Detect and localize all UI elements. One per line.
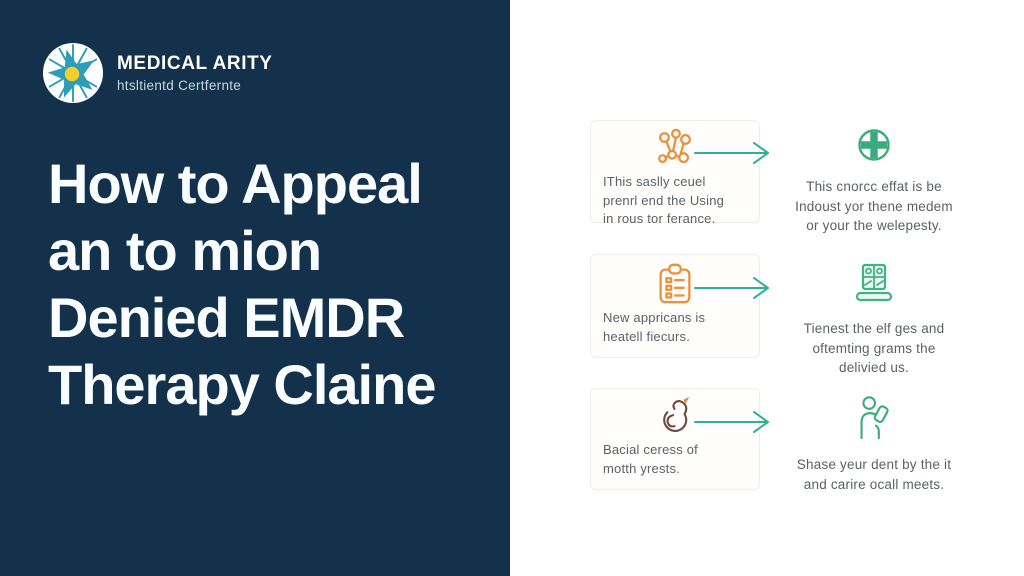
right-arrow-icon bbox=[694, 142, 769, 164]
card-text-line: IThis saslly ceuel bbox=[603, 174, 706, 189]
result-text-line: Shase yeur dent by the it bbox=[796, 457, 952, 472]
step-card-text: IThis saslly ceuel prenrl end the Using … bbox=[603, 173, 747, 229]
title-line-1: How to Appeal bbox=[48, 152, 423, 215]
person-document-icon bbox=[860, 396, 889, 440]
result-text-line: delivied us. bbox=[839, 360, 909, 375]
step-result-1: This cnorcc effat is be Indoust yor then… bbox=[778, 128, 970, 236]
result-text-line: Indoust yor thene medem bbox=[795, 198, 953, 214]
card-text-line: New appricans is bbox=[603, 310, 706, 325]
step-result-text: This cnorcc effat is be Indoust yor then… bbox=[778, 177, 970, 236]
swan-icon bbox=[663, 396, 690, 432]
step-result-text: Tienest the elf ges and oftemting grams … bbox=[778, 319, 970, 378]
compass-star-icon bbox=[42, 42, 104, 104]
card-text-line: heatell fiecurs. bbox=[603, 328, 691, 344]
brand-subtitle: htsltientd Certfernte bbox=[117, 78, 242, 93]
right-arrow-icon bbox=[694, 277, 769, 299]
title-line-2: an to mion bbox=[48, 219, 322, 282]
step-result-2: Tienest the elf ges and oftemting grams … bbox=[778, 262, 970, 378]
card-text-line: Bacial ceress of bbox=[603, 442, 698, 457]
steps-panel: IThis saslly ceuel prenrl end the Using … bbox=[510, 0, 1024, 576]
brand-text-block: MEDICAL ARITY htsltientd Certfernte bbox=[117, 53, 273, 93]
brand-logo-row: MEDICAL ARITY htsltientd Certfernte bbox=[42, 42, 273, 104]
step-card-3: Bacial ceress of motth yrests. bbox=[590, 388, 760, 490]
result-text-line: or your the welepesty. bbox=[806, 218, 942, 233]
step-card-2: New appricans is heatell fiecurs. bbox=[590, 254, 760, 358]
circle-cross-icon bbox=[858, 129, 890, 161]
right-arrow-icon bbox=[694, 411, 769, 433]
molecule-droplets-icon bbox=[658, 128, 691, 164]
card-text-line: in rous tor ferance. bbox=[603, 211, 716, 226]
step-result-3: Shase yeur dent by the it and carire oca… bbox=[778, 394, 970, 494]
card-text-line: prenrl end the Using bbox=[603, 192, 725, 208]
result-text-line: and carire ocall meets. bbox=[803, 476, 945, 492]
step-result-text: Shase yeur dent by the it and carire oca… bbox=[778, 455, 970, 494]
laptop-grid-icon bbox=[855, 263, 893, 302]
card-text-line: motth yrests. bbox=[603, 460, 681, 476]
brand-name: MEDICAL ARITY bbox=[117, 53, 273, 74]
step-card-1: IThis saslly ceuel prenrl end the Using … bbox=[590, 120, 760, 226]
step-card-text: Bacial ceress of motth yrests. bbox=[603, 441, 747, 478]
page-title: How to Appeal an to mion Denied EMDR The… bbox=[48, 150, 436, 418]
left-panel: MEDICAL ARITY htsltientd Certfernte How … bbox=[0, 0, 510, 576]
result-text-line: oftemting grams the bbox=[812, 340, 936, 356]
result-text-line: This cnorcc effat is be bbox=[806, 179, 942, 194]
step-card-text: New appricans is heatell fiecurs. bbox=[603, 309, 747, 346]
clipboard-icon bbox=[659, 263, 691, 304]
title-line-3: Denied EMDR bbox=[48, 286, 405, 349]
title-line-4: Therapy Claine bbox=[48, 353, 436, 416]
result-text-line: Tienest the elf ges and bbox=[803, 321, 945, 336]
